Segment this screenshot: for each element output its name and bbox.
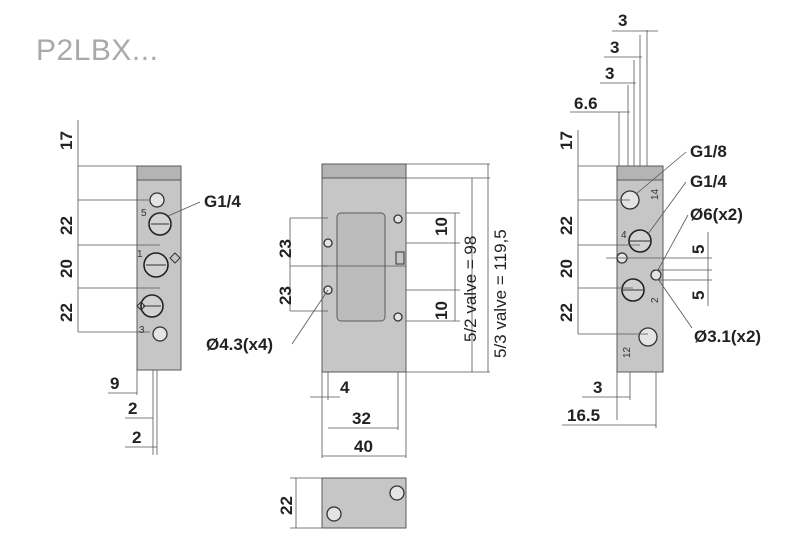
right-port-num-14: 14	[650, 188, 661, 200]
right-side-dim-5b: 5	[689, 291, 708, 300]
right-port-label-d6: Ø6(x2)	[690, 205, 743, 224]
right-top-dim-3c: 3	[605, 64, 614, 83]
right-dim-22a: 22	[557, 216, 576, 235]
front-hole-3	[393, 214, 403, 224]
front-dim-23a: 23	[276, 239, 295, 258]
front-view-top-cap	[321, 163, 407, 179]
valve-52-length: 5/2 valve = 98	[461, 236, 480, 342]
left-lower-hole	[152, 326, 168, 342]
bottom-dim-22: 22	[277, 496, 296, 515]
front-dim-32: 32	[352, 409, 371, 428]
right-top-dim-3b: 3	[610, 38, 619, 57]
left-dim-2b: 2	[132, 428, 141, 447]
left-dim-2a: 2	[128, 399, 137, 418]
left-dim-22a: 22	[57, 216, 76, 235]
right-side-dim-5a: 5	[689, 245, 708, 254]
front-view: 23 23 10 10 5/2 valve = 98 5/3 valve = 1…	[206, 163, 510, 458]
right-bottom-dim-3: 3	[593, 378, 602, 397]
right-bottom-dim-16-5: 16.5	[567, 406, 600, 425]
right-dim-20: 20	[557, 259, 576, 278]
right-small-hole-2	[650, 269, 662, 281]
left-mark-2	[136, 301, 146, 311]
left-port-num-5: 5	[141, 208, 147, 219]
right-side-view: 14 4 2 12 3 3 3 6.6 17 22	[557, 11, 761, 428]
left-port-num-1: 1	[137, 249, 143, 260]
page-title: P2LBX...	[36, 34, 159, 67]
right-top-dim-3a: 3	[618, 11, 627, 30]
right-port-12	[638, 327, 658, 347]
right-port-num-12: 12	[622, 346, 633, 358]
front-dim-40: 40	[354, 437, 373, 456]
front-dim-4: 4	[340, 378, 350, 397]
front-hole-label: Ø4.3(x4)	[206, 335, 273, 354]
valve-53-length: 5/3 valve = 119,5	[491, 229, 510, 358]
front-dim-23b: 23	[276, 286, 295, 305]
right-view-top-cap	[616, 165, 664, 181]
bottom-hole-2	[326, 506, 342, 522]
left-port-label: G1/4	[204, 192, 241, 211]
right-port-label-d31: Ø3.1(x2)	[694, 327, 761, 346]
front-hole-4	[393, 312, 403, 322]
right-port-num-2: 2	[650, 297, 661, 303]
right-dim-22b: 22	[557, 303, 576, 322]
bottom-view: 22	[277, 477, 407, 529]
right-port-num-4: 4	[621, 230, 627, 241]
left-dim-20: 20	[57, 259, 76, 278]
left-dim-22b: 22	[57, 303, 76, 322]
left-pilot-hole	[149, 192, 165, 208]
left-dim-17: 17	[57, 131, 76, 150]
front-side-tab	[395, 251, 405, 265]
front-view-label-plate	[336, 212, 386, 322]
right-port-label-g14: G1/4	[690, 172, 727, 191]
left-side-view: 5 1 3 17 22 20 22 G1/4 9	[57, 120, 241, 455]
front-dim-10b: 10	[432, 301, 451, 320]
left-dim-9: 9	[110, 374, 119, 393]
front-dim-10a: 10	[432, 217, 451, 236]
right-dim-17: 17	[557, 131, 576, 150]
bottom-hole-1	[389, 485, 405, 501]
right-top-dim-6-6: 6.6	[574, 94, 598, 113]
right-port-label-g18: G1/8	[690, 142, 727, 161]
left-port-num-3: 3	[139, 325, 145, 336]
front-hole-1	[323, 238, 333, 248]
left-mark-1	[169, 252, 181, 264]
left-view-top-cap	[136, 165, 182, 181]
